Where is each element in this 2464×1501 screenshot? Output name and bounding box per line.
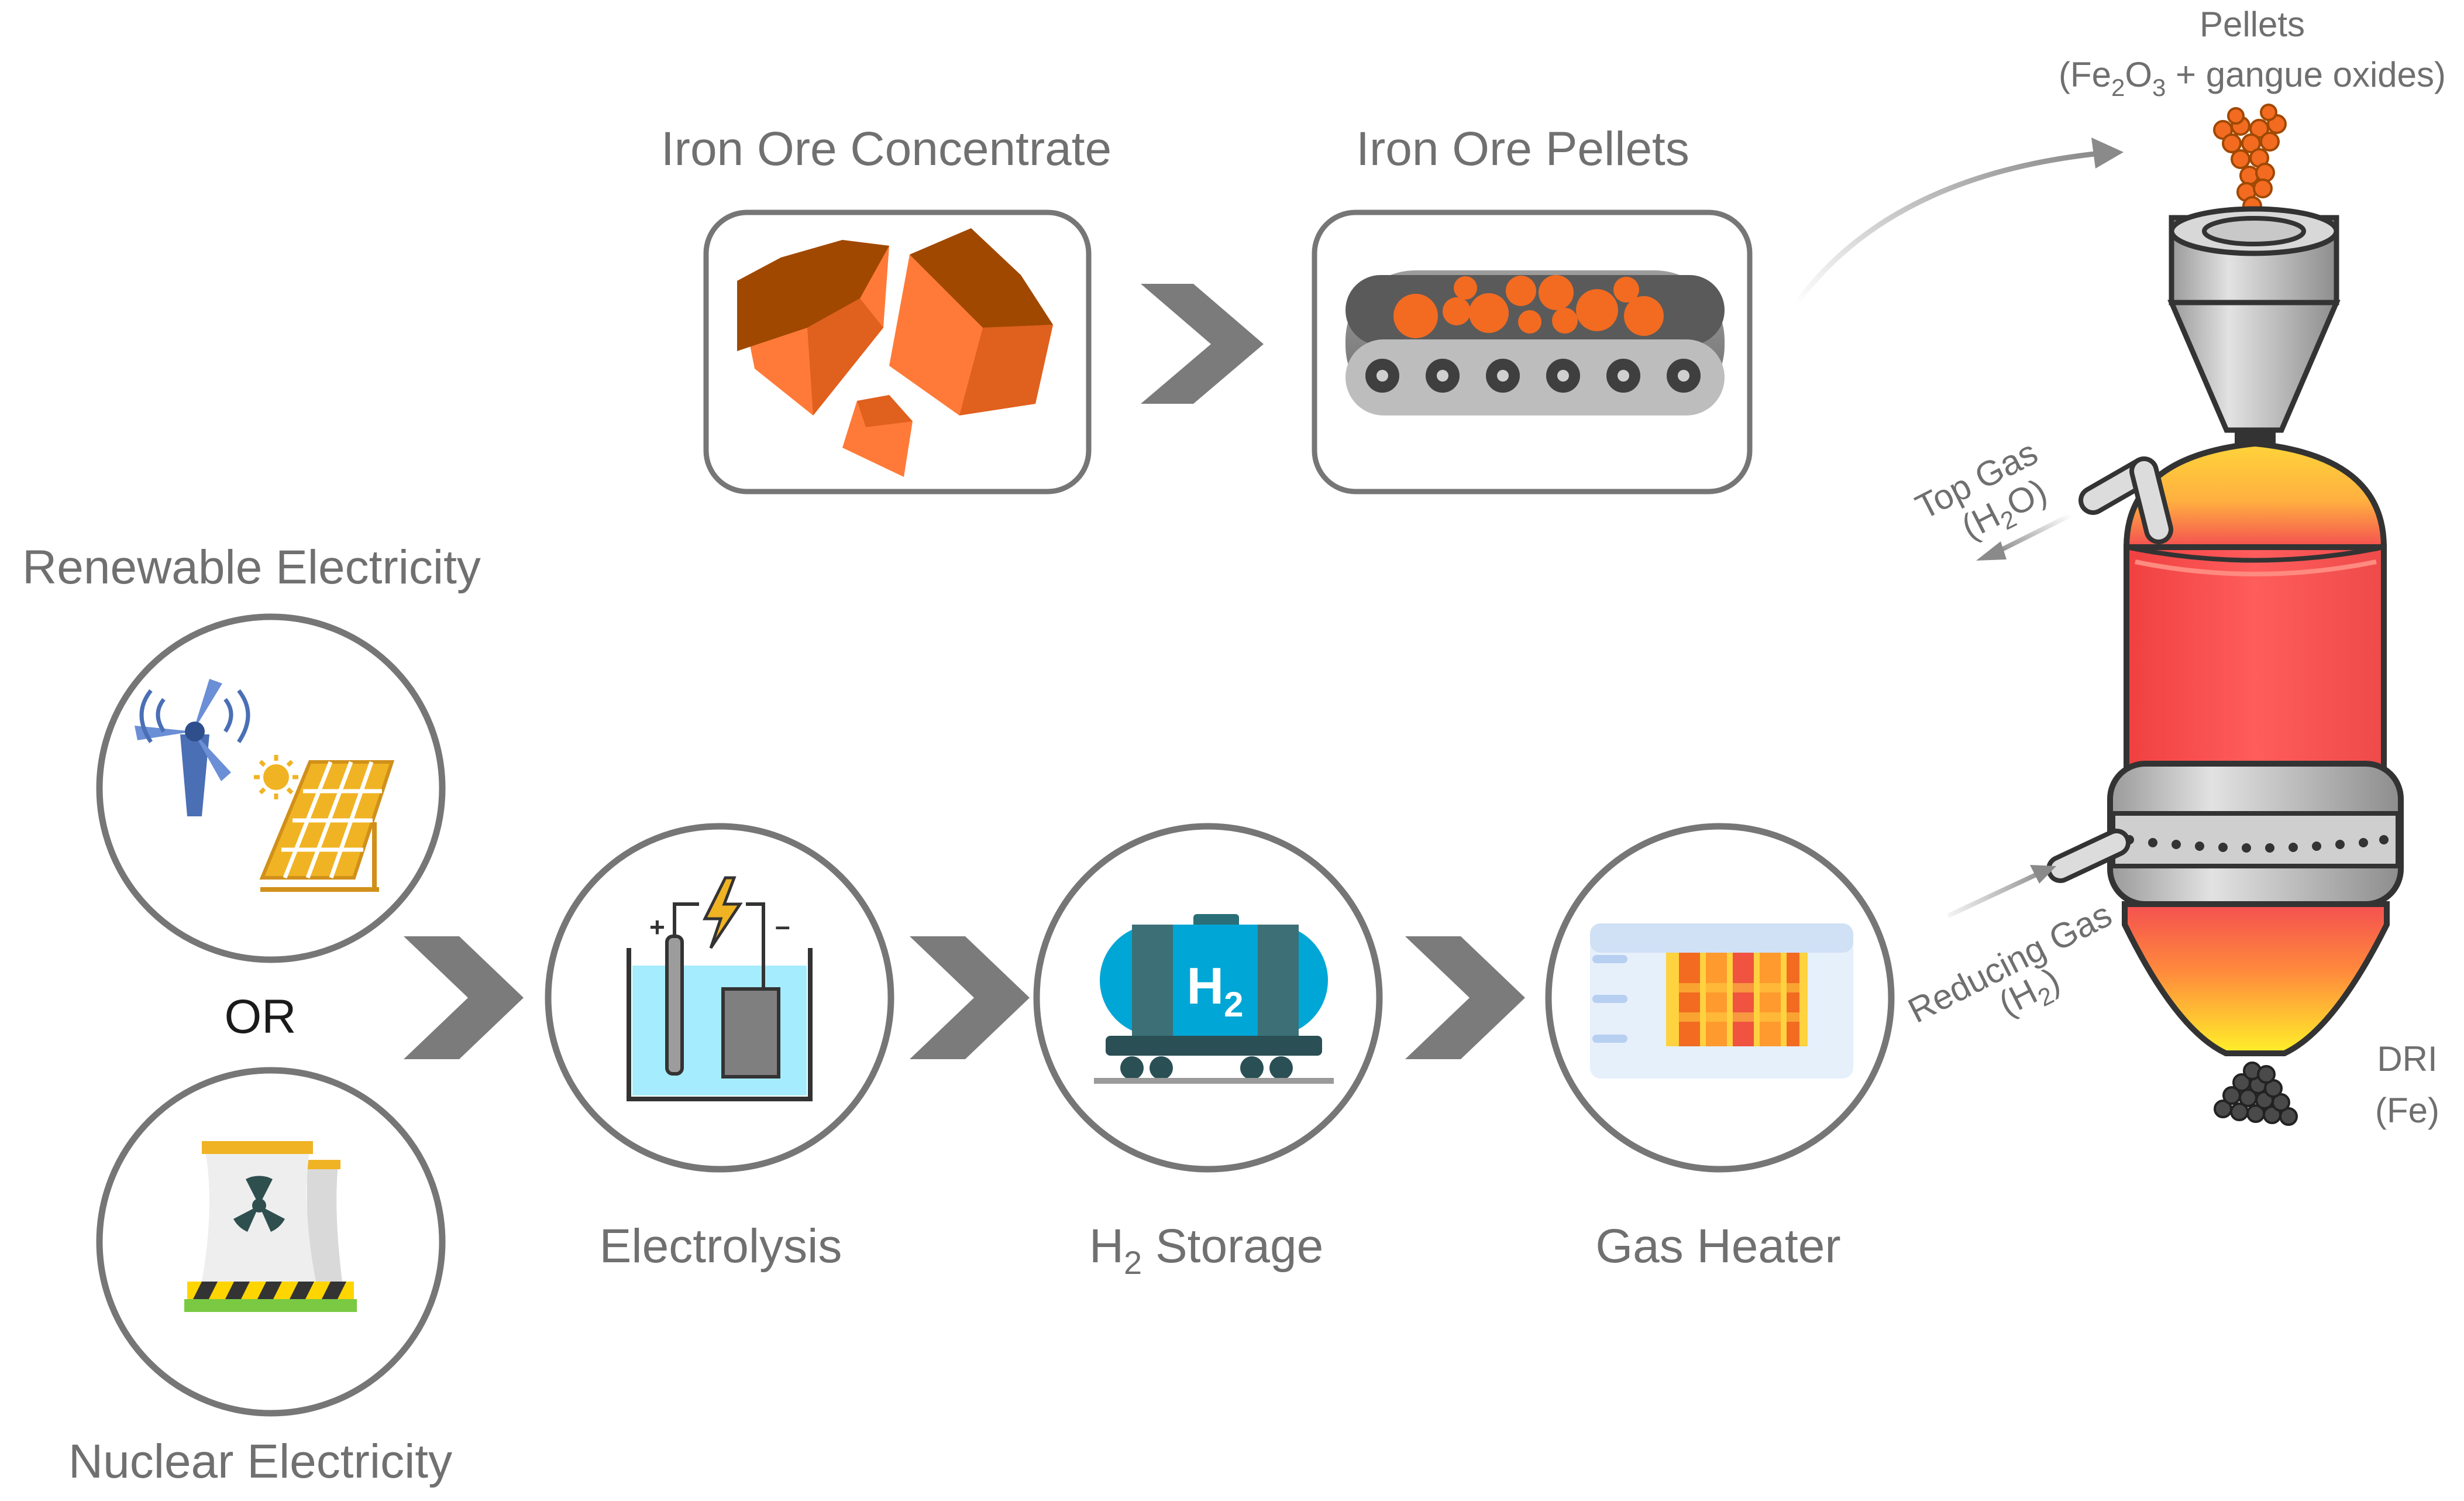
reducing-gas-arrow (1947, 865, 2056, 918)
electrolysis-cell-icon: + – (627, 902, 813, 1101)
electrolysis-label: Electrolysis (600, 1220, 842, 1273)
hydrogen-tank-car-icon: H2 (1094, 914, 1334, 1084)
dri-formula: (Fe) (2375, 1091, 2439, 1130)
svg-text:+: + (649, 912, 665, 942)
dri-label: DRI (2377, 1039, 2437, 1078)
chevron-arrow-2 (404, 936, 524, 1059)
shaft-furnace-icon (2046, 206, 2404, 1056)
feed-arrow (1794, 138, 2124, 306)
pellets-formula: (Fe2O3 + gangue oxides) (2059, 55, 2446, 101)
iron-ore-concentrate-label: Iron Ore Concentrate (661, 122, 1111, 176)
nuclear-plant-icon (184, 1141, 357, 1312)
chevron-arrow-3 (910, 936, 1030, 1059)
h2-storage-label: H2 Storage (1089, 1220, 1323, 1281)
tank-badge: H2 (1187, 957, 1244, 1024)
lightning-icon (699, 876, 746, 949)
chevron-arrow-4 (1405, 936, 1525, 1059)
solar-panel-icon (259, 760, 395, 892)
top-gas-arrow (1976, 513, 2072, 561)
gas-heater-label: Gas Heater (1595, 1220, 1840, 1273)
dri-pile-icon (2214, 1062, 2298, 1126)
gas-heater-icon (1590, 923, 1853, 1078)
or-label: OR (225, 990, 297, 1043)
conveyor-pellets-icon (1345, 270, 1725, 415)
renewable-electricity-label: Renewable Electricity (22, 541, 481, 594)
pellets-title: Pellets (2200, 5, 2305, 44)
svg-text:–: – (775, 911, 790, 941)
wind-turbine-icon (135, 679, 250, 816)
nuclear-electricity-label: Nuclear Electricity (68, 1435, 452, 1488)
iron-ore-pellets-label: Iron Ore Pellets (1356, 122, 1689, 176)
pellet-pile-icon (2213, 104, 2287, 216)
sun-icon (254, 755, 298, 799)
iron-ore-rocks-icon (737, 228, 1053, 477)
chevron-arrow-1 (1141, 284, 1264, 404)
